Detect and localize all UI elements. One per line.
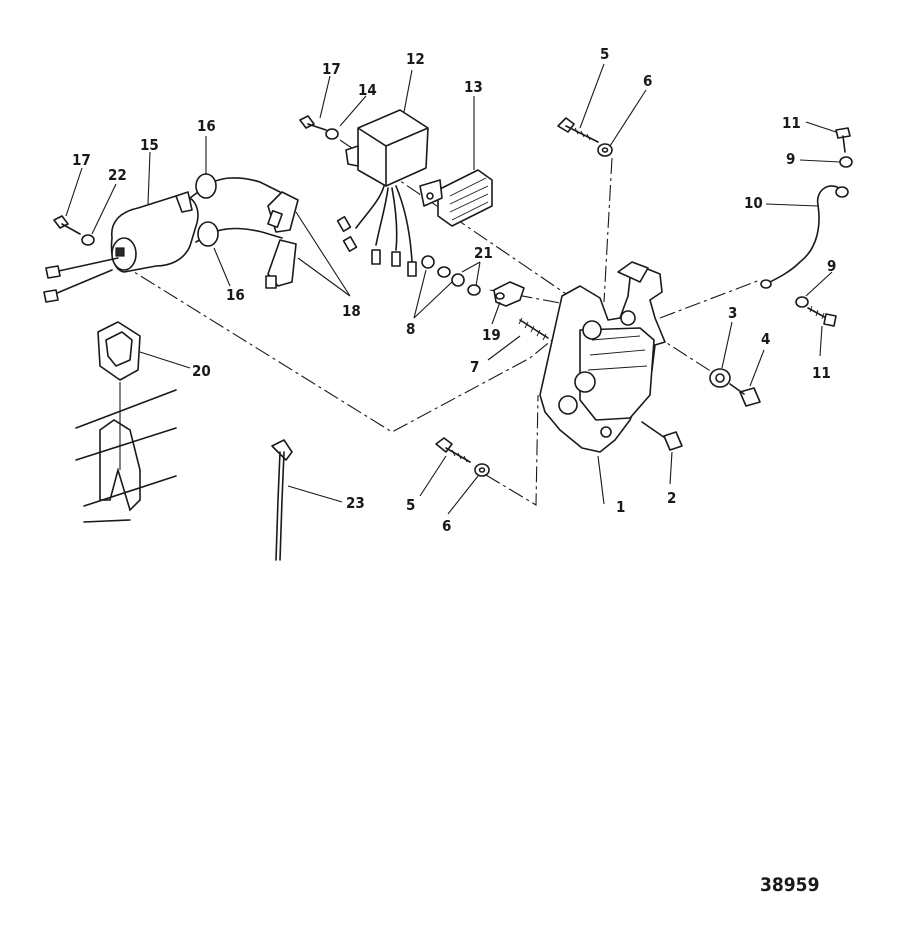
leader-lines	[65, 63, 841, 515]
callout-18: 18	[342, 302, 361, 320]
rectifier-part-13	[419, 169, 493, 227]
spark-plug-caps-part-18	[265, 191, 299, 289]
callout-6-upper: 6	[643, 72, 652, 90]
high-tension-leads-part-16	[189, 173, 283, 247]
callout-12: 12	[406, 50, 425, 68]
callout-1: 1	[616, 498, 625, 516]
callout-20: 20	[192, 362, 211, 380]
ignition-coil-part-15	[43, 191, 199, 303]
callout-15: 15	[140, 136, 159, 154]
callout-6-lower: 6	[442, 517, 451, 535]
callout-11-upper: 11	[782, 114, 801, 132]
switch-box-module-part-12	[336, 109, 429, 277]
screw-lower-part-11	[807, 305, 837, 327]
callout-16-upper: 16	[197, 117, 216, 135]
screw-part-4	[729, 383, 761, 407]
bolt-upper-part-5	[557, 117, 599, 143]
clip-part-20	[97, 321, 141, 381]
ground-wire-part-10	[760, 185, 849, 289]
washer-lower-part-6	[474, 463, 490, 477]
screw-upper-part-11	[835, 127, 851, 153]
callout-8: 8	[406, 320, 415, 338]
callout-9-lower: 9	[827, 257, 836, 275]
callout-17-upper: 17	[322, 60, 341, 78]
washer-lower-part-9	[795, 296, 809, 308]
callout-16-lower: 16	[226, 286, 245, 304]
callout-11-lower: 11	[812, 364, 831, 382]
callout-13: 13	[464, 78, 483, 96]
washer-upper-part-6	[597, 143, 613, 157]
callout-22: 22	[108, 166, 127, 184]
callout-17-left: 17	[72, 151, 91, 169]
callout-labels: 1 2 3 4 5 5 6 6 7 8 9 9 10 11 11 12 13 1…	[72, 45, 836, 535]
engine-frame-outline	[75, 382, 177, 523]
grommet-part-3	[709, 368, 731, 388]
bolt-lower-part-5	[435, 437, 471, 463]
callout-14: 14	[358, 81, 377, 99]
washer-part-14	[325, 128, 339, 140]
screw-part-2	[641, 421, 683, 451]
clip-part-19	[493, 281, 525, 307]
bolt-upper-part-17	[299, 115, 327, 131]
bolt-left-part-17	[53, 215, 81, 235]
washer-part-22	[81, 234, 95, 246]
callout-9-upper: 9	[786, 150, 795, 168]
callout-19: 19	[482, 326, 501, 344]
callout-5-upper: 5	[600, 45, 609, 63]
washer-upper-part-9	[839, 156, 853, 168]
callout-2: 2	[667, 489, 676, 507]
nuts-washers-part-8-21	[421, 255, 481, 296]
callout-3: 3	[728, 304, 737, 322]
callout-23: 23	[346, 494, 365, 512]
stud-part-7	[518, 317, 549, 341]
callout-21: 21	[474, 244, 493, 262]
callout-4: 4	[761, 330, 770, 348]
figure-number: 38959	[760, 874, 819, 896]
callout-10: 10	[744, 194, 763, 212]
cable-tie-part-23	[271, 439, 293, 561]
callout-5-lower: 5	[406, 496, 415, 514]
callout-7: 7	[470, 358, 479, 376]
switch-box-bracket	[539, 261, 666, 453]
